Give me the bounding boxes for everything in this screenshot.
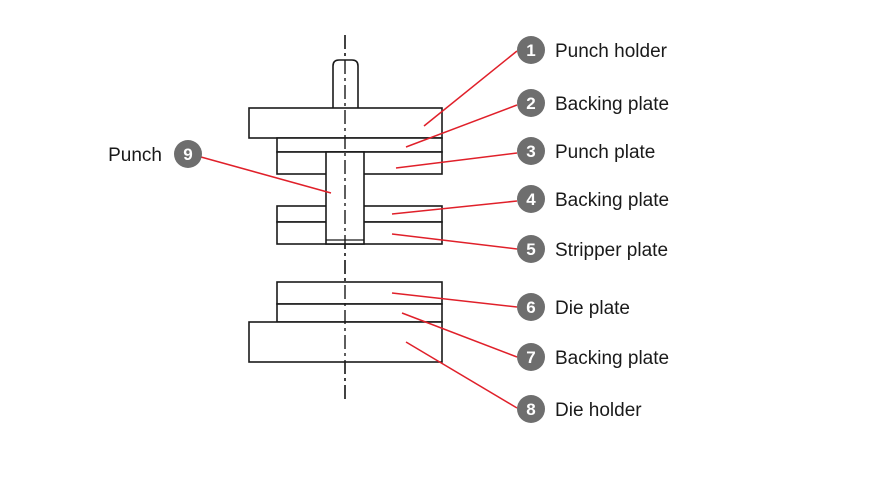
label-stripper-plate: Stripper plate (555, 240, 668, 261)
callout-5: 5 Stripper plate (517, 235, 668, 263)
badge-3-number: 3 (526, 142, 535, 161)
label-punch: Punch (108, 145, 162, 166)
callout-6: 6 Die plate (517, 293, 630, 321)
label-punch-plate: Punch plate (555, 142, 655, 163)
label-backing-plate-middle: Backing plate (555, 190, 669, 211)
label-die-holder: Die holder (555, 400, 642, 421)
label-backing-plate-lower: Backing plate (555, 348, 669, 369)
label-punch-holder: Punch holder (555, 41, 668, 62)
leader-line-5 (391, 233, 518, 250)
die-plate-part (276, 281, 443, 305)
badge-7-number: 7 (526, 348, 535, 367)
badge-8-number: 8 (526, 400, 535, 419)
badge-4-number: 4 (526, 190, 536, 209)
backing-plate-upper-part (276, 137, 443, 153)
badge-4-circle (517, 185, 545, 213)
leader-line-9 (200, 156, 332, 194)
leader-line-6 (391, 292, 518, 308)
leader-line-1 (423, 50, 518, 127)
callout-2: 2 Backing plate (517, 89, 669, 117)
label-die-plate: Die plate (555, 298, 630, 319)
leader-line-7 (401, 312, 518, 358)
leader-line-3 (395, 152, 518, 169)
leader-line-2 (405, 104, 518, 148)
callout-1: 1 Punch holder (517, 36, 668, 64)
callout-7: 7 Backing plate (517, 343, 669, 371)
badge-5-circle (517, 235, 545, 263)
callout-3: 3 Punch plate (517, 137, 655, 165)
leader-line-8 (405, 341, 518, 409)
label-backing-plate-upper: Backing plate (555, 94, 669, 115)
badge-9-circle (174, 140, 202, 168)
badge-3-circle (517, 137, 545, 165)
badge-7-circle (517, 343, 545, 371)
badge-1-circle (517, 36, 545, 64)
badge-6-circle (517, 293, 545, 321)
callout-8: 8 Die holder (517, 395, 642, 423)
badge-6-number: 6 (526, 298, 535, 317)
badge-1-number: 1 (526, 41, 535, 60)
badge-2-number: 2 (526, 94, 535, 113)
badge-8-circle (517, 395, 545, 423)
badge-2-circle (517, 89, 545, 117)
leader-line-4 (391, 200, 518, 215)
callout-9: 9 Punch (108, 140, 202, 168)
badge-5-number: 5 (526, 240, 535, 259)
badge-9-number: 9 (183, 145, 192, 164)
callout-4: 4 Backing plate (517, 185, 669, 213)
